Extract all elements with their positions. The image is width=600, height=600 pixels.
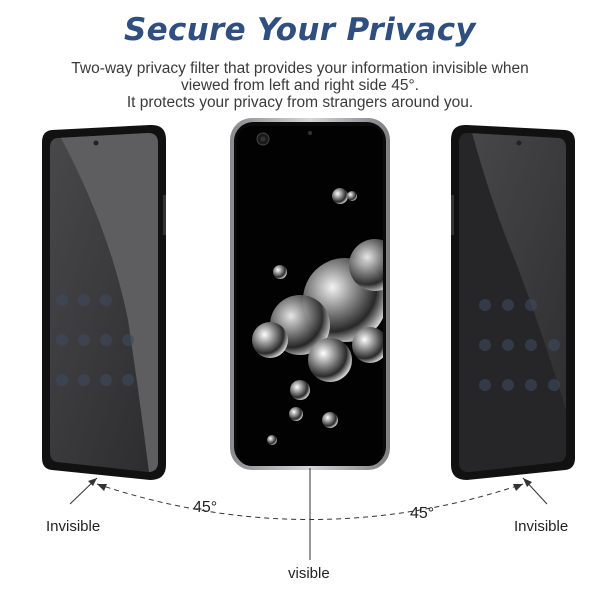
angle-label-right: 45° bbox=[410, 505, 435, 522]
right-phone bbox=[451, 124, 575, 481]
angle-label-left: 45° bbox=[193, 499, 218, 516]
invisible-label-right: Invisible bbox=[514, 518, 569, 535]
viewing-angles bbox=[69, 468, 548, 560]
page-title: Secure Your Privacy bbox=[124, 12, 476, 48]
center-phone bbox=[230, 118, 390, 470]
visible-label: visible bbox=[288, 565, 330, 582]
description-line-1: Two-way privacy filter that provides you… bbox=[71, 60, 529, 77]
left-phone bbox=[42, 124, 166, 481]
invisible-label-left: Invisible bbox=[46, 518, 101, 535]
description: Two-way privacy filter that provides you… bbox=[30, 60, 570, 111]
bubbles-wallpaper bbox=[252, 188, 383, 445]
description-line-2: viewed from left and right side 45°. bbox=[181, 77, 419, 94]
description-line-3: It protects your privacy from strangers … bbox=[126, 94, 474, 111]
